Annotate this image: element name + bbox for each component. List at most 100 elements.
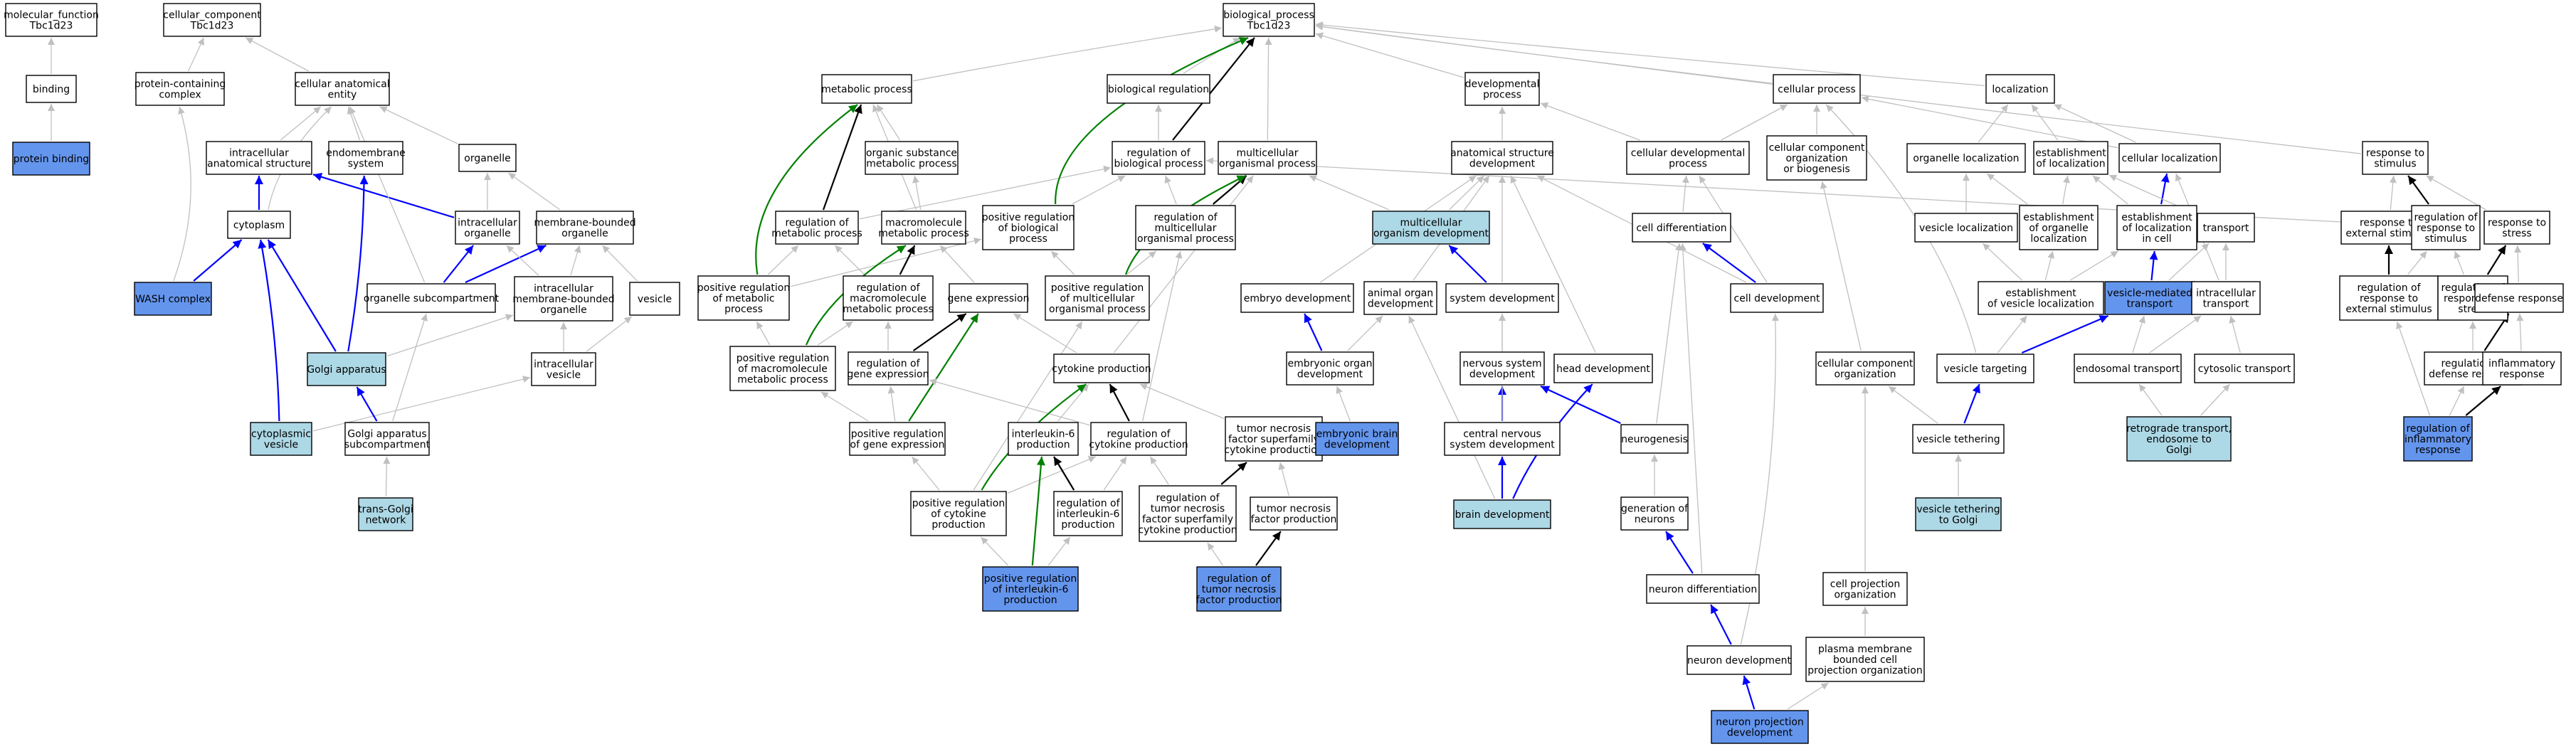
term-box[interactable] [1444,422,1561,456]
term-box[interactable] [536,211,634,245]
term-box[interactable] [1453,499,1551,529]
term-box[interactable] [1632,213,1731,243]
term-box[interactable] [2362,141,2429,175]
term-box[interactable] [458,144,517,172]
term-box[interactable] [1240,283,1354,313]
term-box[interactable] [2483,211,2550,245]
term-node-organelle[interactable]: organelle [458,144,517,172]
term-box[interactable] [1225,416,1323,462]
term-node-cytokine-production[interactable]: cytokine production [1052,354,1151,383]
term-box[interactable] [295,72,390,106]
term-box[interactable] [307,352,386,386]
term-box[interactable] [2482,351,2562,386]
term-box[interactable] [2197,213,2255,243]
term-node-embryo-development[interactable]: embryo development [1240,283,1354,313]
term-box[interactable] [455,211,520,245]
term-node-cytosolic-transport[interactable]: cytosolic transport [2194,354,2295,383]
term-box[interactable] [1914,213,2018,243]
term-box[interactable] [729,346,836,391]
term-box[interactable] [135,72,225,106]
term-box[interactable] [1008,422,1079,456]
term-box[interactable] [2074,354,2182,383]
term-box[interactable] [1250,496,1338,531]
term-box[interactable] [163,3,261,37]
term-box[interactable] [1459,351,1545,386]
term-box[interactable] [1090,422,1187,456]
term-box[interactable] [1766,135,1867,181]
term-box[interactable] [1218,141,1317,175]
term-box[interactable] [982,205,1075,250]
term-box[interactable] [1139,485,1237,542]
term-box[interactable] [843,275,934,321]
term-box[interactable] [1620,496,1689,531]
term-box[interactable] [1822,572,1908,606]
term-box[interactable] [1363,281,1437,315]
term-node-vesicle-targeting[interactable]: vesicle targeting [1936,354,2034,383]
term-box[interactable] [949,283,1028,313]
term-box[interactable] [1315,422,1399,456]
term-box[interactable] [1805,637,1925,682]
term-box[interactable] [206,141,312,175]
term-box[interactable] [1773,74,1861,104]
term-node-gene-expression[interactable]: gene expression [948,283,1030,313]
term-box[interactable] [344,422,430,456]
term-box[interactable] [1107,74,1210,104]
term-box[interactable] [775,211,859,245]
term-box[interactable] [2474,283,2564,313]
term-node-cellular-localization[interactable]: cellular localization [2118,143,2221,173]
term-box[interactable] [12,142,90,176]
term-box[interactable] [1286,351,1374,386]
term-box[interactable] [1372,211,1490,245]
term-box[interactable] [1135,205,1236,250]
term-box[interactable] [1196,566,1282,612]
term-node-wash-complex[interactable]: WASH complex [134,282,212,316]
term-box[interactable] [1626,141,1750,175]
term-node-transport[interactable]: transport [2197,213,2255,243]
term-node-cell-development[interactable]: cell development [1730,283,1824,313]
term-box[interactable] [2339,275,2439,321]
term-box[interactable] [1445,283,1559,313]
term-node-brain-development[interactable]: brain development [1453,499,1551,529]
term-box[interactable] [1985,74,2055,104]
term-box[interactable] [26,75,77,103]
term-box[interactable] [1711,710,1809,744]
term-node-head-development[interactable]: head development [1553,354,1653,383]
term-box[interactable] [2033,141,2108,175]
